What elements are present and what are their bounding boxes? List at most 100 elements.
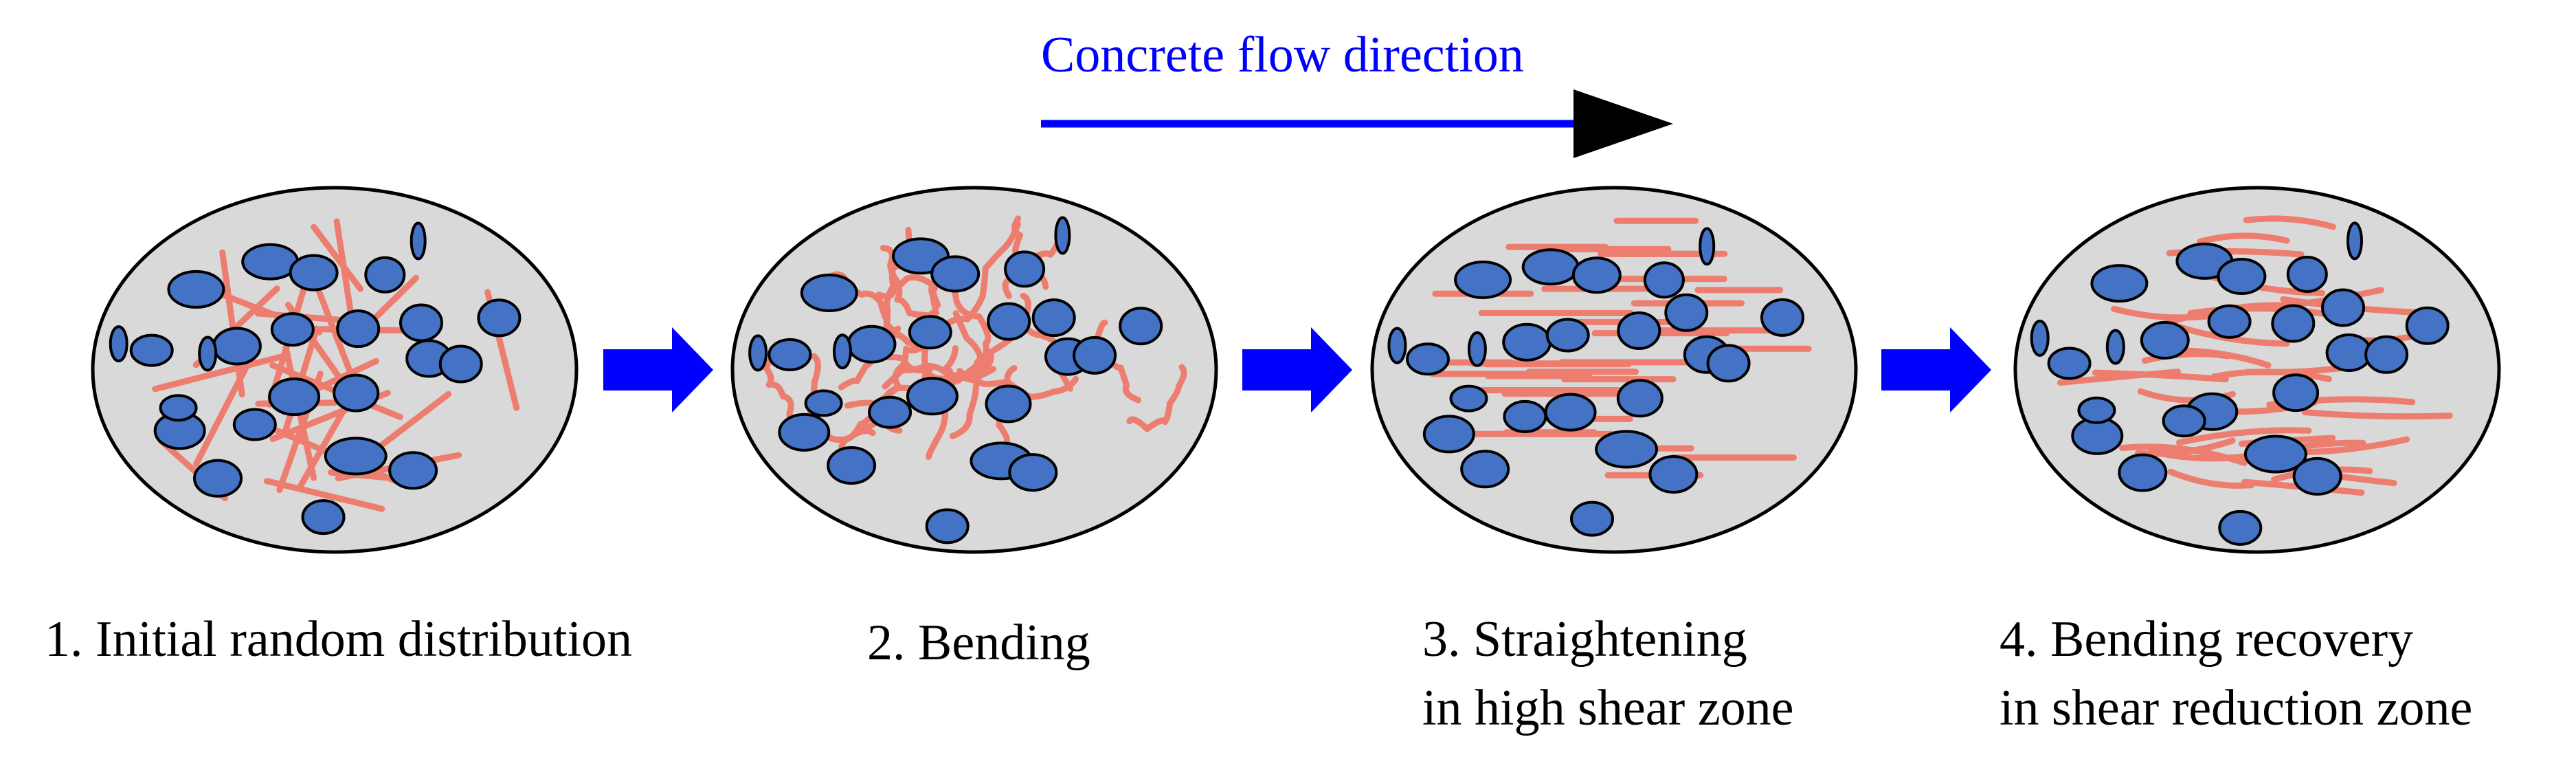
stage-transition-arrow-3 bbox=[1881, 327, 1991, 412]
steel-fiber bbox=[2301, 409, 2453, 420]
flow-direction-title: Concrete flow direction bbox=[1041, 27, 1524, 83]
aggregate-particle bbox=[2218, 509, 2263, 546]
aggregate-particle bbox=[768, 338, 812, 371]
aggregate-particle bbox=[778, 412, 831, 452]
stage-transition-arrow-1 bbox=[603, 327, 713, 412]
aggregate-particle bbox=[2090, 264, 2149, 303]
aggregate-particle bbox=[2364, 335, 2409, 374]
stage-3-cross-section bbox=[1370, 186, 1858, 554]
aggregate-particle bbox=[2243, 434, 2307, 474]
steel-fiber bbox=[2210, 368, 2332, 382]
aggregate-particle bbox=[270, 312, 315, 347]
aggregate-particle bbox=[289, 254, 339, 292]
aggregate-particle bbox=[1422, 415, 1475, 454]
aggregate-particle bbox=[1004, 250, 1046, 288]
aggregate-particle bbox=[2286, 256, 2328, 293]
aggregate-particle bbox=[925, 508, 970, 544]
steel-fiber bbox=[2250, 287, 2384, 311]
aggregate-particle bbox=[800, 274, 858, 312]
aggregate-particle bbox=[438, 344, 483, 384]
aggregate-particle bbox=[1502, 322, 1552, 362]
aggregate-particle bbox=[1449, 384, 1488, 412]
aggregate-particle bbox=[827, 446, 877, 485]
stage-2-label-line-1: 2. Bending bbox=[867, 615, 1090, 671]
aggregate-particle bbox=[2325, 333, 2373, 372]
aggregate-particle bbox=[1467, 331, 1487, 367]
steel-fiber bbox=[311, 223, 363, 292]
aggregate-particle bbox=[2118, 453, 2168, 492]
stage-1-cross-section bbox=[91, 186, 579, 554]
aggregate-particle bbox=[1454, 261, 1512, 299]
steel-fiber bbox=[2141, 351, 2231, 364]
aggregate-particle bbox=[2292, 456, 2342, 496]
aggregate-particle bbox=[804, 389, 843, 417]
aggregate-particle bbox=[930, 255, 981, 293]
aggregate-particle bbox=[109, 325, 128, 363]
stage-4-label-line-2: in shear reduction zone bbox=[2000, 680, 2473, 736]
steel-fiber bbox=[762, 349, 803, 432]
aggregate-particle bbox=[1406, 342, 1450, 376]
aggregate-particle bbox=[410, 221, 427, 261]
aggregate-particle bbox=[1544, 393, 1597, 432]
aggregate-particle bbox=[1699, 227, 1716, 266]
aggregate-particle bbox=[1595, 430, 1659, 469]
aggregate-particle bbox=[1664, 293, 1709, 332]
aggregate-particle bbox=[2271, 304, 2316, 343]
aggregate-particle bbox=[2405, 306, 2450, 345]
aggregate-particle bbox=[1521, 248, 1580, 286]
stage-2-label: 2. Bending bbox=[867, 608, 1090, 677]
aggregate-particle bbox=[748, 334, 768, 372]
steel-fiber bbox=[2197, 232, 2290, 245]
steel-fiber bbox=[880, 245, 931, 319]
aggregate-particle bbox=[2162, 404, 2206, 438]
aggregate-particle bbox=[1648, 455, 1699, 494]
aggregate-particle bbox=[388, 451, 438, 490]
aggregate-particle bbox=[193, 459, 243, 498]
aggregate-particle bbox=[1545, 318, 1590, 353]
aggregate-particle bbox=[1008, 453, 1058, 492]
aggregate-particle bbox=[232, 408, 277, 441]
steel-fiber bbox=[939, 221, 1021, 333]
aggregate-particle bbox=[2077, 396, 2116, 424]
aggregate-particle bbox=[2030, 319, 2050, 357]
aggregate-particle bbox=[2347, 221, 2363, 261]
steel-fiber bbox=[152, 352, 291, 393]
aggregate-particle bbox=[1460, 450, 1510, 489]
aggregate-particle bbox=[324, 437, 388, 476]
aggregate-particle bbox=[833, 333, 852, 370]
steel-fiber bbox=[2119, 443, 2248, 466]
aggregate-particle bbox=[1073, 336, 1117, 375]
steel-fiber bbox=[2167, 468, 2255, 489]
aggregate-particle bbox=[399, 303, 443, 342]
aggregate-particle bbox=[908, 315, 952, 350]
aggregate-particle bbox=[1570, 500, 1614, 537]
aggregate-particle bbox=[1503, 399, 1547, 433]
aggregate-particle bbox=[167, 270, 225, 309]
aggregate-particle bbox=[1054, 216, 1071, 255]
aggregate-particle bbox=[198, 336, 218, 372]
steel-fiber bbox=[193, 353, 256, 468]
aggregate-particle bbox=[268, 377, 321, 417]
aggregate-particle bbox=[477, 298, 522, 338]
aggregate-particle bbox=[2105, 329, 2125, 365]
aggregate-particle bbox=[2207, 304, 2252, 339]
steel-fiber bbox=[2176, 427, 2312, 446]
aggregate-particle bbox=[1387, 327, 1407, 364]
aggregate-particle bbox=[364, 256, 406, 294]
aggregate-particle bbox=[1031, 298, 1076, 338]
aggregate-particle bbox=[868, 395, 912, 429]
stage-transition-arrow-2 bbox=[1242, 327, 1352, 412]
aggregate-particle bbox=[333, 373, 380, 412]
steel-fiber bbox=[1126, 364, 1187, 432]
aggregate-particle bbox=[2047, 346, 2092, 380]
aggregate-particle bbox=[159, 394, 198, 422]
aggregate-particle bbox=[129, 333, 174, 367]
aggregate-particle bbox=[1617, 311, 1661, 350]
aggregate-particle bbox=[301, 499, 346, 536]
aggregate-particle bbox=[1706, 344, 1751, 383]
aggregate-particle bbox=[336, 309, 381, 349]
stage-1-label-line-1: 1. Initial random distribution bbox=[45, 611, 633, 668]
steel-fiber bbox=[2177, 324, 2290, 347]
aggregate-particle bbox=[1616, 379, 1664, 418]
